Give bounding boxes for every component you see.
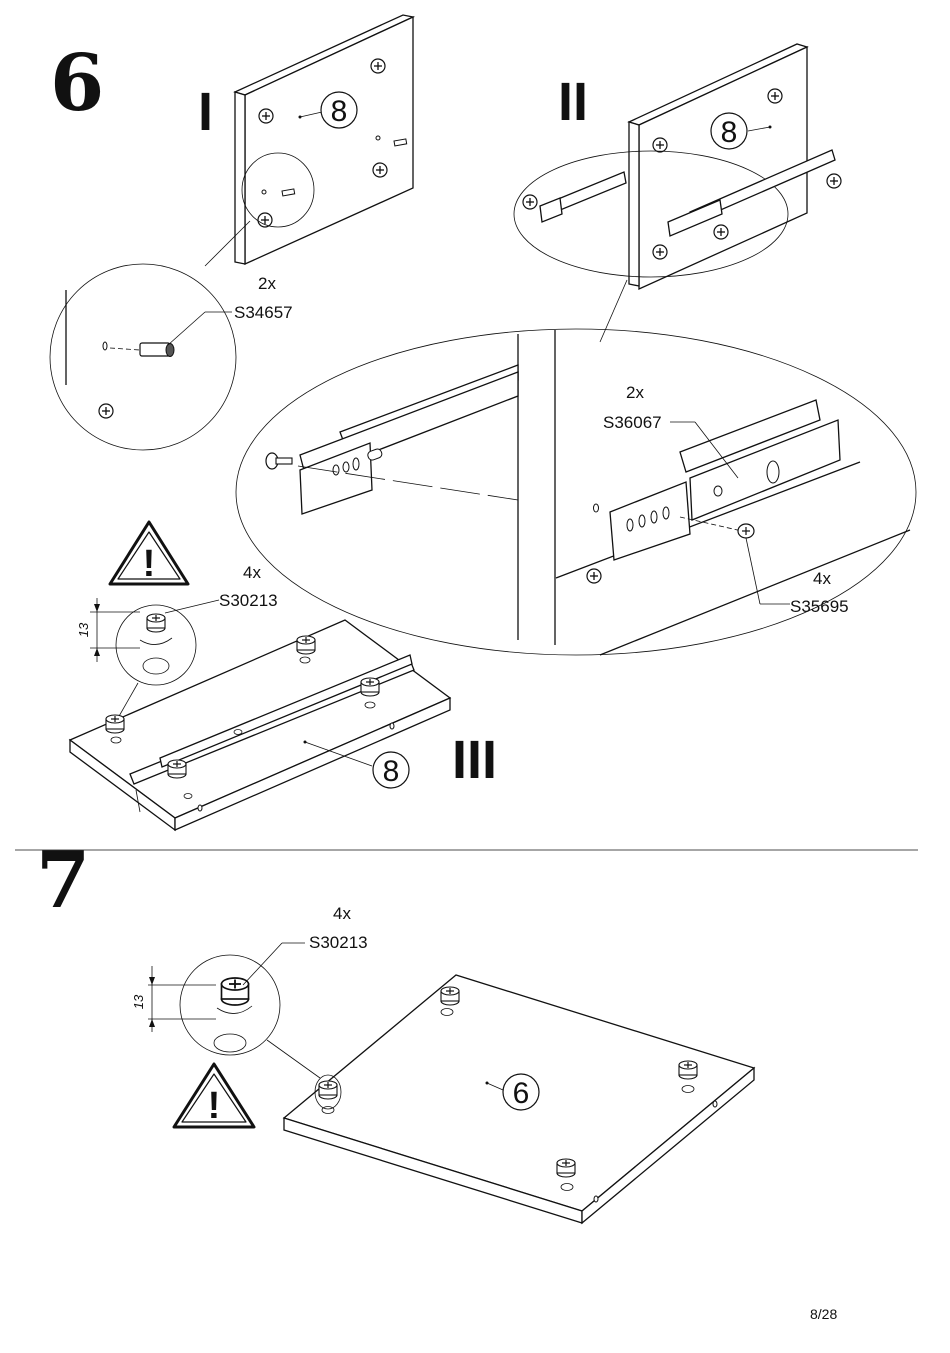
step-6-iii-qty: 4x <box>243 563 261 582</box>
step-6-iii-dimension: 13 <box>76 622 91 637</box>
step-6-iii-code: S30213 <box>219 591 278 610</box>
step-6-i-panel: 8 <box>204 14 416 267</box>
step-7-cam-detail <box>148 942 321 1079</box>
step-6-iii-part-number: 8 <box>383 755 400 788</box>
page-number: 8/28 <box>810 1306 837 1322</box>
step-6-ii-screw-code: S35695 <box>790 597 849 616</box>
step-6-ii-runner-qty: 2x <box>626 383 644 402</box>
step-7-code: S30213 <box>309 933 368 952</box>
step-6-i-code: S34657 <box>234 303 293 322</box>
drawer-runner-icon <box>539 149 836 237</box>
warning-triangle-icon: ! <box>108 520 190 586</box>
step-6-ii-panel: 8 <box>513 43 842 343</box>
warning-mark: ! <box>143 543 156 585</box>
step-6-iii-panel: 8 <box>68 619 452 832</box>
step-6-i-dowel-detail <box>49 263 237 451</box>
warning-triangle-icon: ! <box>172 1062 256 1129</box>
step-6-sub-i-label: I <box>198 82 213 142</box>
step-6-sub-iii-label: III <box>452 730 497 790</box>
step-6-ii-runner-detail <box>235 328 917 656</box>
step-6-iii-cam-detail <box>90 598 220 719</box>
step-7-qty: 4x <box>333 904 351 923</box>
step-6-sub-ii-label: II <box>558 72 588 132</box>
step-6-ii-part-number: 8 <box>721 116 738 149</box>
step-6-i-part-number: 8 <box>331 95 348 128</box>
dowel-icon <box>139 342 171 357</box>
step-6-number: 6 <box>50 38 104 129</box>
step-6-ii-screw-qty: 4x <box>813 569 831 588</box>
step-7-dimension: 13 <box>131 994 146 1009</box>
step-7-number: 7 <box>36 835 90 926</box>
step-7-panel: 6 <box>282 974 756 1225</box>
cam-lock-icon <box>146 613 166 633</box>
step-6-ii-runner-code: S36067 <box>603 413 662 432</box>
step-6-i-qty: 2x <box>258 274 276 293</box>
step-7-part-number: 6 <box>513 1077 530 1110</box>
warning-mark: ! <box>208 1085 221 1127</box>
